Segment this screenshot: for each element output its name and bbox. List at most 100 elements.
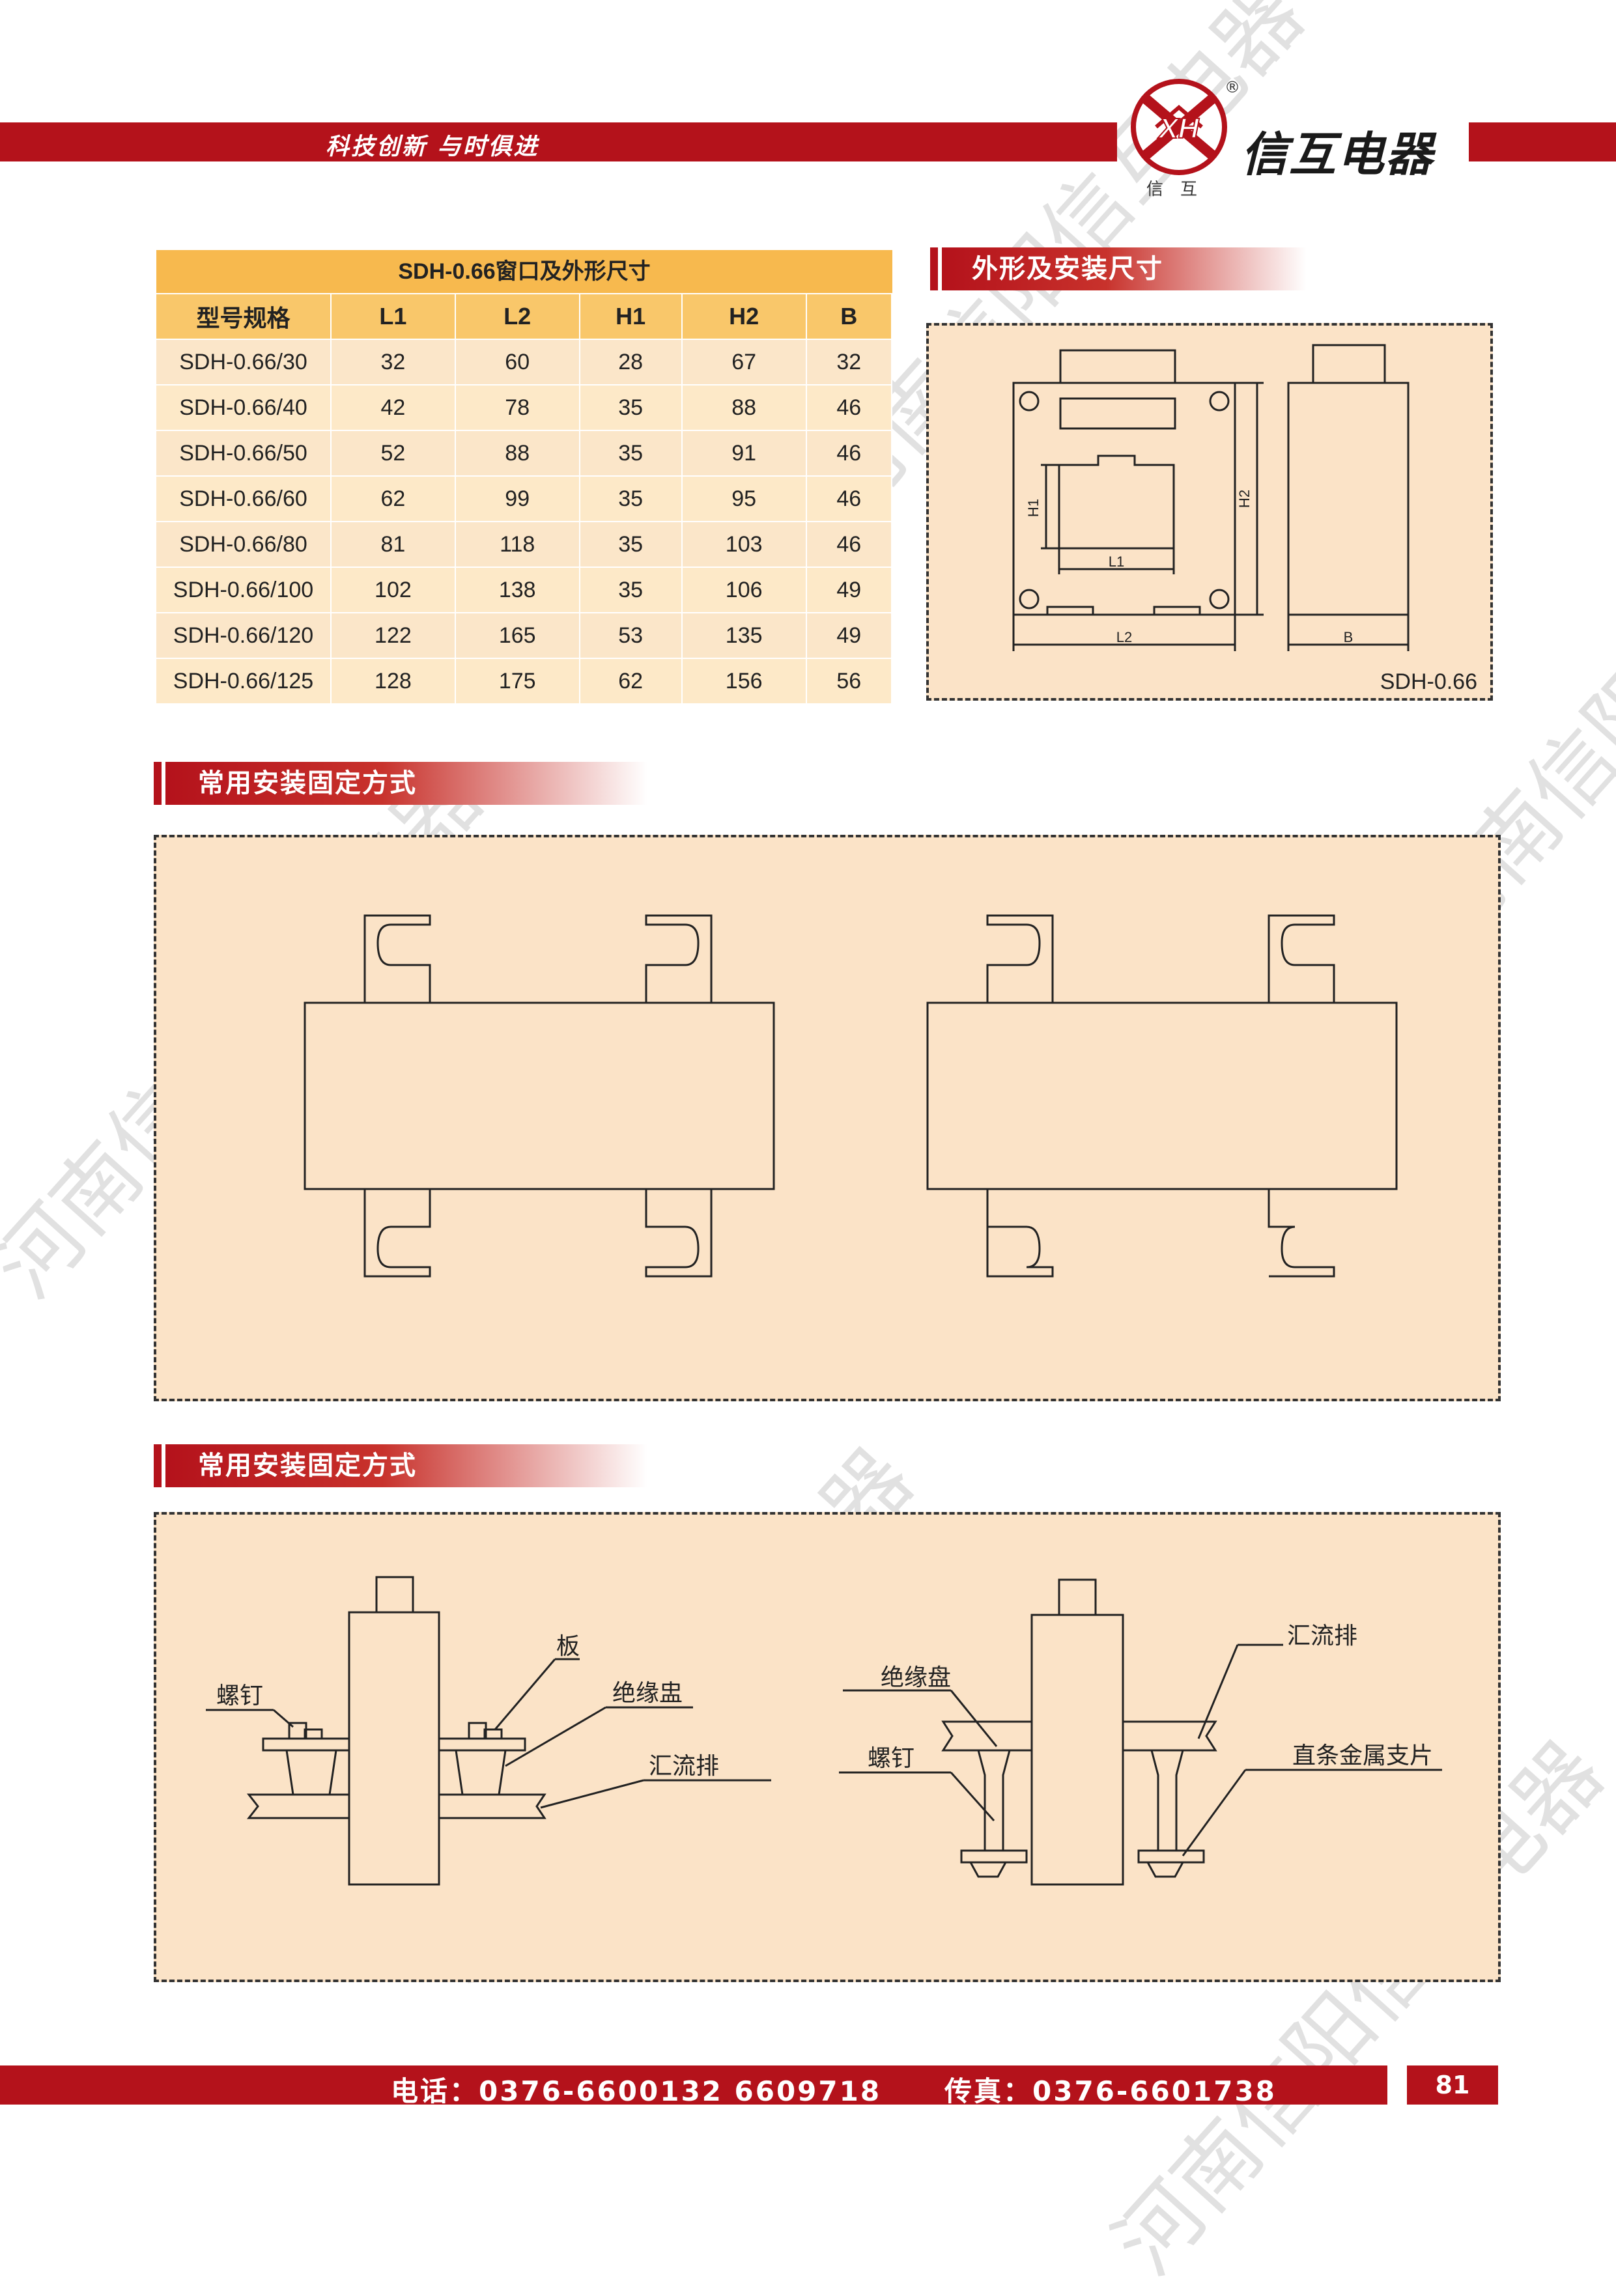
section-title: 常用安装固定方式 bbox=[198, 1451, 417, 1481]
model-cell: SDH-0.66/120 bbox=[156, 612, 332, 658]
busbar bbox=[941, 1720, 1033, 1752]
ct-body-left bbox=[304, 1001, 775, 1190]
screw-head bbox=[288, 1722, 307, 1740]
label-h2: H2 bbox=[1236, 490, 1253, 508]
dimension-cell: 165 bbox=[455, 612, 580, 658]
brand-logo-icon: XH bbox=[1131, 79, 1227, 175]
label-plate: 板 bbox=[556, 1632, 580, 1659]
ct-body bbox=[348, 1611, 440, 1886]
dimension-cell: 62 bbox=[331, 475, 456, 522]
spec-table: SDH-0.66窗口及外形尺寸 型号规格 L1 L2 H1 H2 B SDH-0… bbox=[156, 250, 893, 703]
foot-slot bbox=[645, 914, 713, 1003]
dimension-cell: 46 bbox=[806, 430, 893, 476]
dimension-cell: 88 bbox=[455, 430, 580, 476]
dimension-cell: 128 bbox=[331, 658, 456, 703]
section-title: 外形及安装尺寸 bbox=[972, 254, 1163, 284]
foot-slot bbox=[1268, 1189, 1335, 1278]
logo-letters: XH bbox=[1157, 113, 1199, 145]
dimension-cell: 56 bbox=[806, 658, 893, 703]
dims-panel: H1 L1 L2 H2 B SDH-0.66 bbox=[926, 323, 1493, 701]
section-header: 常用安装固定方式 bbox=[165, 762, 647, 805]
side-top-tab bbox=[1312, 344, 1386, 384]
dims-drawing: H1 L1 L2 H2 B SDH-0.66 bbox=[1012, 344, 1477, 694]
bracket bbox=[960, 1849, 1028, 1864]
col-header: H2 bbox=[681, 293, 807, 339]
mount1-drawing bbox=[304, 914, 1398, 1278]
dimension-cell: 46 bbox=[806, 384, 893, 430]
model-cell: SDH-0.66/30 bbox=[156, 339, 332, 385]
header-bar-right bbox=[1469, 122, 1616, 161]
label-l1: L1 bbox=[1109, 553, 1124, 570]
section-header: 外形及安装尺寸 bbox=[942, 247, 1307, 290]
dimension-cell: 102 bbox=[331, 567, 456, 613]
label-screw-right: 螺钉 bbox=[868, 1744, 914, 1771]
dimension-cell: 32 bbox=[331, 339, 456, 385]
dimension-cell: 35 bbox=[579, 430, 683, 476]
dimension-cell: 28 bbox=[579, 339, 683, 385]
foot-slot bbox=[986, 914, 1054, 1003]
dimension-cell: 46 bbox=[806, 475, 893, 522]
col-header: B bbox=[806, 293, 893, 339]
dimension-cell: 175 bbox=[455, 658, 580, 703]
dimension-cell: 122 bbox=[331, 612, 456, 658]
dimension-cell: 62 bbox=[579, 658, 683, 703]
dimension-cell: 95 bbox=[681, 475, 807, 522]
dimension-cell: 67 bbox=[681, 339, 807, 385]
bracket bbox=[1137, 1849, 1205, 1864]
registered-mark: ® bbox=[1225, 78, 1240, 96]
section-marker bbox=[930, 247, 938, 290]
screw-head bbox=[304, 1728, 323, 1740]
page-number: 81 bbox=[1435, 2071, 1470, 2099]
label-busbar-right: 汇流排 bbox=[1287, 1622, 1357, 1649]
model-cell: SDH-0.66/80 bbox=[156, 521, 332, 567]
front-slot bbox=[1059, 397, 1176, 430]
ct-body bbox=[1030, 1614, 1124, 1886]
screw-head bbox=[483, 1728, 503, 1740]
insulator bbox=[1150, 1750, 1184, 1852]
dimension-cell: 99 bbox=[455, 475, 580, 522]
table-caption: SDH-0.66窗口及外形尺寸 bbox=[156, 250, 892, 293]
dimension-cell: 46 bbox=[806, 521, 893, 567]
footer-bar bbox=[0, 2065, 1387, 2105]
model-cell: SDH-0.66/60 bbox=[156, 475, 332, 522]
dimension-cell: 35 bbox=[579, 475, 683, 522]
mount1-panel bbox=[154, 835, 1501, 1401]
dimension-cell: 138 bbox=[455, 567, 580, 613]
dimension-cell: 49 bbox=[806, 567, 893, 613]
label-busbar: 汇流排 bbox=[649, 1752, 719, 1779]
mount2-panel: 螺钉 板 绝缘盅 汇流排 绝缘盘 螺钉 汇流排 直条金属支片 bbox=[154, 1512, 1501, 1982]
model-label: SDH-0.66 bbox=[1380, 669, 1477, 694]
insulator bbox=[285, 1750, 337, 1796]
col-header: H1 bbox=[579, 293, 683, 339]
section-marker bbox=[154, 1444, 162, 1487]
section-header: 常用安装固定方式 bbox=[165, 1444, 647, 1487]
ct-body-right bbox=[926, 1001, 1398, 1190]
model-cell: SDH-0.66/40 bbox=[156, 384, 332, 430]
dimension-cell: 35 bbox=[579, 521, 683, 567]
screw-head bbox=[468, 1722, 487, 1740]
dimension-cell: 35 bbox=[579, 567, 683, 613]
dimension-cell: 156 bbox=[681, 658, 807, 703]
foot-slot bbox=[363, 914, 431, 1003]
foot-slot bbox=[363, 1189, 431, 1278]
model-cell: SDH-0.66/100 bbox=[156, 567, 332, 613]
label-l2: L2 bbox=[1116, 629, 1132, 645]
foot-slot bbox=[1268, 914, 1335, 1003]
col-header: L1 bbox=[331, 293, 456, 339]
footer-fax: 传真：0376-6601738 bbox=[944, 2075, 1277, 2107]
label-insulator-right: 绝缘盘 bbox=[881, 1664, 951, 1690]
busbar bbox=[246, 1793, 350, 1819]
ct-top bbox=[375, 1576, 414, 1614]
label-b: B bbox=[1344, 629, 1354, 645]
mount2-drawing: 螺钉 板 绝缘盅 汇流排 绝缘盘 螺钉 汇流排 直条金属支片 bbox=[206, 1576, 1442, 1886]
mount-hole bbox=[1209, 391, 1230, 412]
dimension-cell: 32 bbox=[806, 339, 893, 385]
brand-name: 信互电器 bbox=[1241, 127, 1434, 182]
